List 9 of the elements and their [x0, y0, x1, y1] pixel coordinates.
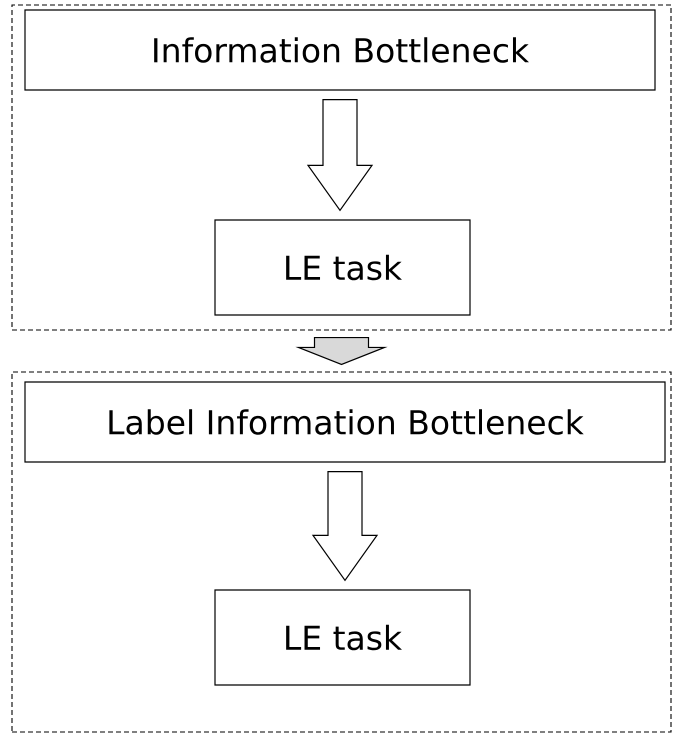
text-box: Label Information Bottleneck [24, 381, 666, 463]
text-box: LE task [214, 589, 471, 686]
block-arrow [306, 99, 374, 212]
text-box: Information Bottleneck [24, 9, 656, 91]
dashed-frame [11, 371, 672, 733]
text-box: LE task [214, 219, 471, 316]
block-arrow [312, 471, 378, 582]
block-arrow [295, 336, 388, 366]
dashed-frame [11, 4, 672, 331]
